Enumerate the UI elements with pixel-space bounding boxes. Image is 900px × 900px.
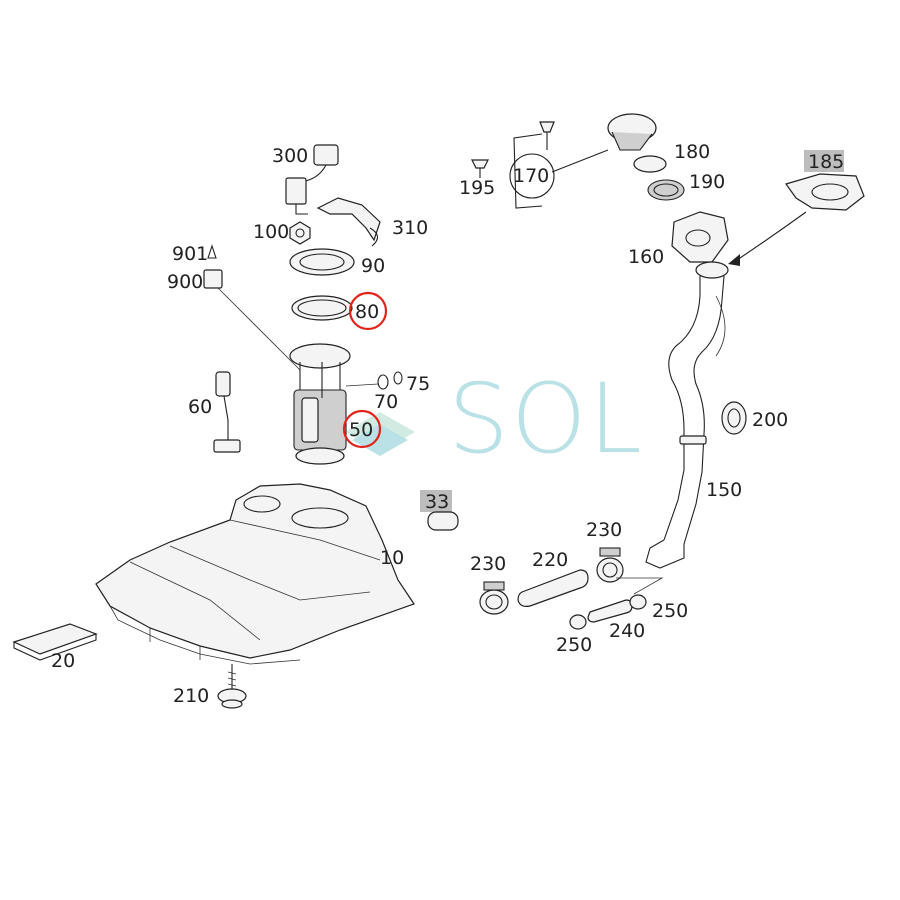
part-200-cap bbox=[721, 401, 747, 435]
part-240-hose bbox=[587, 599, 633, 623]
part-250-clamp-right bbox=[629, 594, 647, 610]
label-240: 240 bbox=[609, 620, 645, 642]
label-185: 185 bbox=[808, 151, 844, 173]
part-250-clamp-left bbox=[569, 614, 587, 630]
label-20: 20 bbox=[51, 650, 75, 672]
part-80-seal-ring bbox=[291, 295, 353, 321]
part-180-seal bbox=[633, 155, 667, 173]
part-75-oring bbox=[393, 371, 403, 385]
label-60: 60 bbox=[188, 396, 212, 418]
label-80: 80 bbox=[355, 301, 379, 323]
part-195-screw bbox=[471, 159, 489, 178]
filler-cap bbox=[607, 113, 657, 151]
part-300-connector bbox=[285, 144, 339, 215]
part-60-level-sender bbox=[213, 371, 241, 453]
part-10-fuel-tank bbox=[95, 483, 415, 665]
part-70-oring bbox=[345, 374, 389, 390]
label-100: 100 bbox=[253, 221, 289, 243]
part-900-sensor bbox=[203, 269, 301, 371]
label-230-right: 230 bbox=[586, 519, 622, 541]
label-300: 300 bbox=[272, 145, 308, 167]
part-100-nut bbox=[289, 221, 311, 245]
part-50-fuel-pump-module bbox=[289, 343, 351, 465]
label-200: 200 bbox=[752, 409, 788, 431]
label-150: 150 bbox=[706, 479, 742, 501]
label-50: 50 bbox=[349, 419, 373, 441]
part-33-sleeve bbox=[427, 511, 459, 531]
part-90-locking-ring bbox=[289, 248, 355, 276]
part-185-bracket bbox=[785, 173, 865, 211]
part-160-filler-housing bbox=[671, 211, 729, 263]
part-230-clamp-right bbox=[596, 547, 624, 583]
label-230-left: 230 bbox=[470, 553, 506, 575]
label-75: 75 bbox=[406, 373, 430, 395]
label-195: 195 bbox=[459, 177, 495, 199]
part-170-tether bbox=[509, 121, 609, 209]
arrow-185-head bbox=[728, 254, 740, 266]
label-90: 90 bbox=[361, 255, 385, 277]
label-70: 70 bbox=[374, 391, 398, 413]
label-180: 180 bbox=[674, 141, 710, 163]
label-310: 310 bbox=[392, 217, 428, 239]
part-901-clip bbox=[207, 244, 217, 259]
arrow-185 bbox=[733, 211, 807, 263]
part-230-clamp-left bbox=[479, 581, 509, 615]
label-160: 160 bbox=[628, 246, 664, 268]
label-250-left: 250 bbox=[556, 634, 592, 656]
leader-230-250 bbox=[616, 577, 664, 595]
label-901: 901 bbox=[172, 243, 208, 265]
label-10: 10 bbox=[380, 547, 404, 569]
part-190-ring bbox=[647, 179, 685, 201]
highlight-circle-50 bbox=[342, 409, 382, 449]
part-220-hose bbox=[517, 569, 589, 607]
part-210-bolt bbox=[217, 664, 247, 709]
label-190: 190 bbox=[689, 171, 725, 193]
label-170: 170 bbox=[513, 165, 549, 187]
part-150-filler-neck bbox=[645, 261, 729, 569]
part-20-pad bbox=[12, 623, 98, 661]
label-220: 220 bbox=[532, 549, 568, 571]
label-900: 900 bbox=[167, 271, 203, 293]
sol-watermark: SOL bbox=[345, 363, 644, 475]
watermark-text: SOL bbox=[448, 363, 644, 475]
label-250-right: 250 bbox=[652, 600, 688, 622]
label-33: 33 bbox=[425, 491, 449, 513]
highlight-box-33 bbox=[420, 490, 452, 512]
part-310-bracket bbox=[316, 197, 381, 247]
highlight-circle-80 bbox=[348, 291, 388, 331]
highlight-box-185 bbox=[804, 150, 844, 172]
label-210: 210 bbox=[173, 685, 209, 707]
